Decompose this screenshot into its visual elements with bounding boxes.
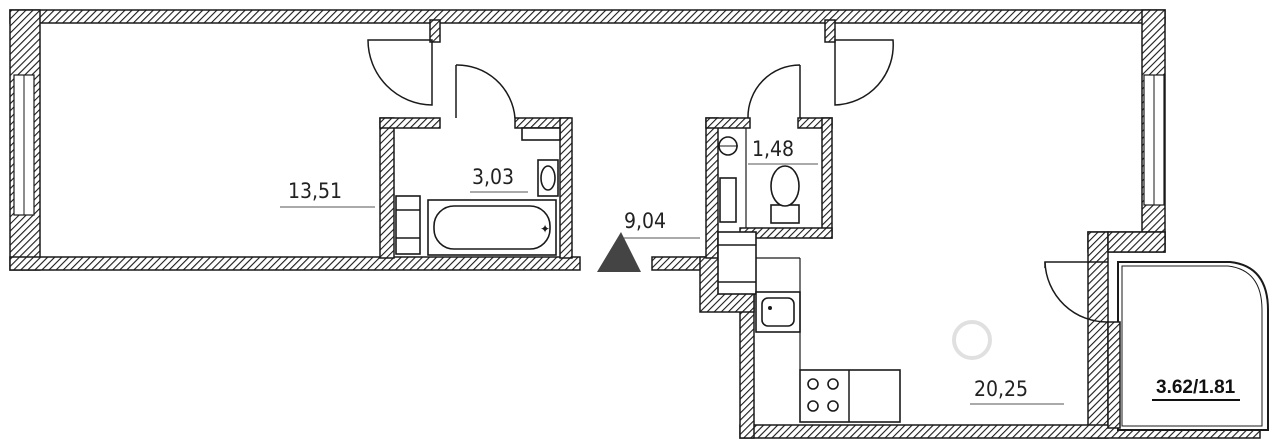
wall-toilet-left: [705, 117, 719, 259]
bathroom-fixtures: ✦: [395, 127, 561, 256]
wall-kitchen-right: [1087, 231, 1109, 439]
area-guides: [280, 163, 1240, 405]
area-room-large: 13,51: [288, 179, 342, 203]
wall-stub-1: [429, 19, 441, 43]
door-toilet: [747, 64, 801, 119]
cian-logo-icon: [952, 320, 992, 360]
toilet-fixtures: [718, 128, 800, 228]
interior-walls: [379, 19, 1166, 259]
area-hallway: 9,04: [624, 209, 666, 233]
door-kitchen: [834, 39, 894, 106]
toilet-tank: [770, 204, 800, 224]
wall-bath-top-left: [379, 117, 441, 129]
balcony-side-wall: [1107, 321, 1121, 429]
wall-bath-left: [379, 117, 395, 259]
area-balcony: 3.62/1.81: [1156, 377, 1236, 398]
wall-toilet-right: [821, 117, 833, 239]
kitchen-fixtures: [717, 231, 901, 423]
bathtub-basin: [433, 205, 551, 250]
stove-burner-2: [827, 378, 839, 390]
shelf-bath: [521, 127, 561, 141]
wall-bath-right: [559, 117, 573, 259]
doors: [367, 39, 894, 119]
kitchen-counter: [799, 369, 901, 423]
sink-bath-basin: [540, 165, 556, 191]
area-bathroom: 3,03: [472, 165, 514, 189]
door-room: [367, 39, 433, 106]
refrigerator-unit: [717, 231, 757, 295]
stove-burner-3: [807, 400, 819, 412]
area-kitchen-living: 20,25: [974, 377, 1028, 401]
stove-burner-4: [827, 400, 839, 412]
area-toilet: 1,48: [752, 137, 794, 161]
stove-burner-1: [807, 378, 819, 390]
wall-balcony-top: [1107, 231, 1166, 253]
wall-bottom-left: [9, 256, 581, 271]
toilet-bowl: [770, 165, 800, 207]
wall-stub-2: [824, 19, 836, 43]
wall-top: [9, 9, 1166, 24]
balcony-door-swing: [1044, 261, 1109, 323]
washing-machine: [395, 195, 421, 255]
door-bathroom: [455, 64, 516, 119]
bathtub-drain-icon: ✦: [540, 222, 550, 236]
entrance-icon: [597, 232, 641, 272]
wall-toilet-top-left: [705, 117, 751, 129]
balcony: [1044, 261, 1269, 431]
kitchen-sink-basin: [761, 297, 795, 327]
pipe-box: [719, 177, 737, 223]
balcony-inner-rail: [1121, 265, 1263, 427]
balcony-outline: [1117, 261, 1269, 431]
